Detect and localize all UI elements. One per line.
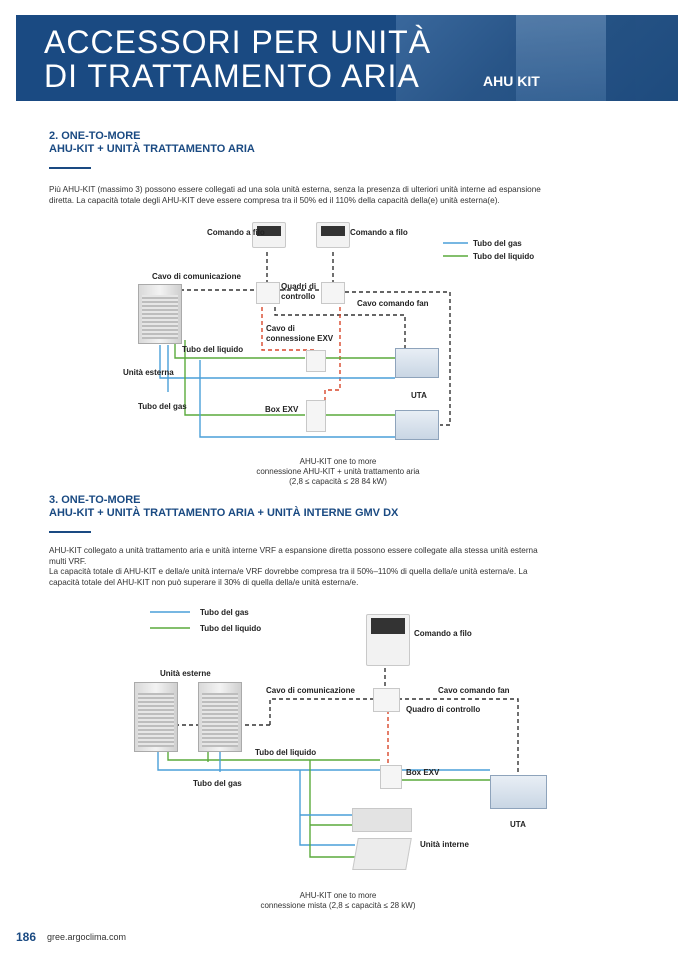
section-2-para-line-2: diretta. La capacità totale degli AHU-KI… bbox=[49, 195, 500, 205]
wired-controller-3 bbox=[366, 614, 410, 666]
footer-url: gree.argoclima.com bbox=[47, 932, 127, 942]
legend-liquid: Tubo del liquido bbox=[473, 252, 535, 261]
label-3-tubo-gas: Tubo del gas bbox=[193, 779, 242, 788]
label-box-exv: Box EXV bbox=[265, 405, 299, 414]
title-line-2: DI TRATTAMENTO ARIA bbox=[44, 58, 420, 94]
label-tubo-gas: Tubo del gas bbox=[138, 402, 187, 411]
outdoor-unit bbox=[138, 284, 182, 344]
label-3-uta: UTA bbox=[510, 820, 526, 829]
label-3-cavo-fan: Cavo comando fan bbox=[438, 686, 510, 695]
caption-3-line-2: connessione mista (2,8 ≤ capacità ≤ 28 k… bbox=[260, 901, 416, 910]
label-unita-interne: Unità interne bbox=[420, 840, 469, 849]
section-2-heading: 2. ONE-TO-MORE AHU-KIT + UNITÀ TRATTAMEN… bbox=[49, 130, 255, 156]
uta-unit-3 bbox=[490, 775, 547, 809]
label-cavo-exv-line-2: connessione EXV bbox=[266, 334, 334, 343]
section-3-para-line-2: multi VRF. bbox=[49, 556, 87, 566]
uta-unit-1 bbox=[395, 348, 439, 378]
label-cavo-exv: Cavo di connessione EXV bbox=[266, 324, 333, 344]
cassette-indoor-unit bbox=[352, 838, 412, 870]
control-box-1 bbox=[256, 282, 280, 304]
section-3-heading: 3. ONE-TO-MORE AHU-KIT + UNITÀ TRATTAMEN… bbox=[49, 494, 398, 520]
header-banner: ACCESSORI PER UNITÀ DI TRATTAMENTO ARIA … bbox=[16, 15, 678, 101]
label-unita-esterne: Unità esterne bbox=[160, 669, 211, 678]
section-2-rule bbox=[49, 167, 91, 169]
label-unita-esterna: Unità esterna bbox=[123, 368, 174, 377]
page-title: ACCESSORI PER UNITÀ DI TRATTAMENTO ARIA bbox=[44, 25, 431, 93]
section-3-heading-line-1: 3. ONE-TO-MORE bbox=[49, 494, 141, 506]
exv-box-2 bbox=[306, 400, 326, 432]
wired-controller-2 bbox=[316, 222, 350, 248]
section-3-heading-line-2: AHU-KIT + UNITÀ TRATTAMENTO ARIA + UNITÀ… bbox=[49, 507, 399, 519]
label-tubo-liquido: Tubo del liquido bbox=[182, 345, 244, 354]
page-number: 186 bbox=[16, 930, 37, 944]
label-quadri-line-1: Quadri di bbox=[281, 282, 317, 291]
label-3-comando: Comando a filo bbox=[414, 629, 472, 638]
ahu-kit-label: AHU KIT bbox=[483, 73, 540, 89]
label-uta: UTA bbox=[411, 391, 427, 400]
label-3-cavo-comunicazione: Cavo di comunicazione bbox=[266, 686, 355, 695]
control-box-2 bbox=[321, 282, 345, 304]
caption-2-line-2: connessione AHU-KIT + unità trattamento … bbox=[256, 467, 420, 476]
label-comando-2: Comando a filo bbox=[350, 228, 408, 237]
control-box-3 bbox=[373, 688, 400, 712]
label-cavo-fan: Cavo comando fan bbox=[357, 299, 429, 308]
banner-background-image bbox=[396, 15, 678, 101]
diagram-3-caption: AHU-KIT one to more connessione mista (2… bbox=[200, 891, 476, 911]
uta-unit-2 bbox=[395, 410, 439, 440]
label-cavo-exv-line-1: Cavo di bbox=[266, 324, 295, 333]
section-2-heading-line-2: AHU-KIT + UNITÀ TRATTAMENTO ARIA bbox=[49, 143, 255, 155]
section-3-para-line-3: La capacità totale di AHU-KIT e della/e … bbox=[49, 567, 528, 577]
label-3-box-exv: Box EXV bbox=[406, 768, 440, 777]
exv-box-1 bbox=[306, 350, 326, 372]
section-3-para-line-1: AHU-KIT collegato a unità trattamento ar… bbox=[49, 546, 538, 555]
diagram-2-caption: AHU-KIT one to more connessione AHU-KIT … bbox=[200, 457, 476, 487]
label-3-tubo-liquido: Tubo del liquido bbox=[255, 748, 317, 757]
caption-3-line-1: AHU-KIT one to more bbox=[299, 891, 377, 900]
section-3-rule bbox=[49, 531, 91, 533]
label-cavo-comunicazione: Cavo di comunicazione bbox=[152, 272, 241, 281]
section-2-para-line-1: Più AHU-KIT (massimo 3) possono essere c… bbox=[49, 185, 541, 194]
label-comando-1: Comando a filo bbox=[207, 228, 265, 237]
legend-3-liquid: Tubo del liquido bbox=[200, 624, 262, 633]
legend-3-gas: Tubo del gas bbox=[200, 608, 249, 617]
title-line-1: ACCESSORI PER UNITÀ bbox=[44, 24, 432, 60]
exv-box-3 bbox=[380, 765, 402, 789]
outdoor-unit-1 bbox=[134, 682, 178, 752]
section-3-paragraph: AHU-KIT collegato a unità trattamento ar… bbox=[49, 546, 639, 588]
ducted-indoor-unit bbox=[352, 808, 412, 832]
section-2-heading-line-1: 2. ONE-TO-MORE bbox=[49, 130, 141, 142]
label-quadri-line-2: controllo bbox=[281, 292, 316, 301]
outdoor-unit-2 bbox=[198, 682, 242, 752]
legend-gas: Tubo del gas bbox=[473, 239, 522, 248]
label-quadri: Quadri di controllo bbox=[281, 282, 316, 302]
wired-controller-1 bbox=[252, 222, 286, 248]
section-2-paragraph: Più AHU-KIT (massimo 3) possono essere c… bbox=[49, 185, 639, 206]
caption-2-line-1: AHU-KIT one to more bbox=[299, 457, 377, 466]
label-quadro: Quadro di controllo bbox=[406, 705, 481, 714]
section-3-para-line-4: capacità totale del AHU-KIT non può supe… bbox=[49, 577, 359, 587]
caption-2-line-3: (2,8 ≤ capacità ≤ 28 84 kW) bbox=[289, 477, 387, 486]
